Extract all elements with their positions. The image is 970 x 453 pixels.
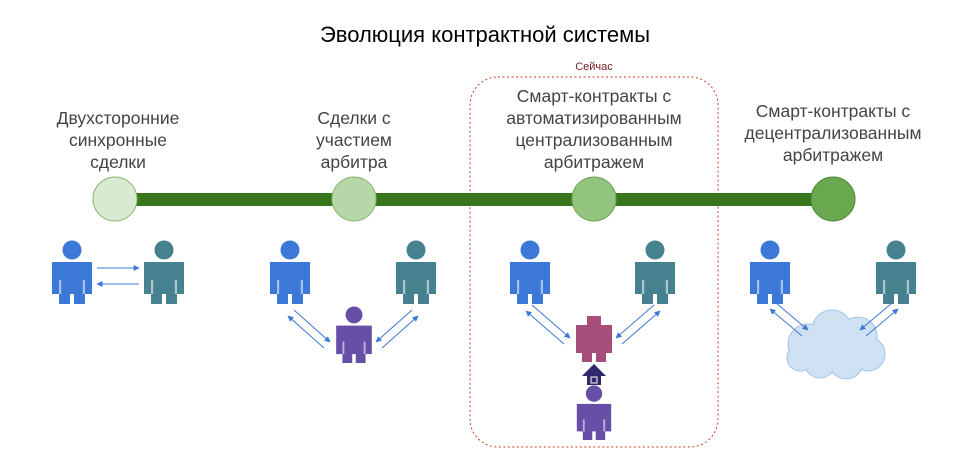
arrow-a-to-arbiter bbox=[293, 309, 331, 343]
now-label: Сейчас bbox=[575, 61, 613, 73]
stage-label-4-line-2: децентрализованным bbox=[745, 123, 922, 143]
party-b-person-icon bbox=[876, 240, 916, 304]
stage-label-3-line-4: арбитражем bbox=[544, 152, 644, 172]
party-a-person-icon bbox=[750, 240, 790, 304]
stage-label-3: Смарт-контракты с автоматизированным цен… bbox=[506, 86, 681, 172]
stage-label-3-line-2: автоматизированным bbox=[506, 108, 681, 128]
upload-arrow-icon bbox=[582, 364, 606, 385]
stage-label-1-line-1: Двухсторонние bbox=[57, 108, 180, 128]
arrow-cloud-to-b bbox=[865, 308, 899, 337]
stage-label-2: Сделки с участием арбитра bbox=[316, 108, 392, 172]
arrow-arbiter-to-a bbox=[287, 315, 325, 349]
party-a-person-icon bbox=[52, 240, 92, 304]
stage-label-4-line-3: арбитражем bbox=[783, 145, 883, 165]
timeline-node-3 bbox=[571, 176, 617, 222]
timeline-node-1 bbox=[92, 176, 138, 222]
arrow-a-to-contract bbox=[531, 304, 571, 339]
arbiter-person-icon bbox=[576, 385, 612, 440]
timeline-node-2 bbox=[331, 176, 377, 222]
stage-label-2-line-1: Сделки с bbox=[317, 108, 391, 128]
stage-label-1-line-2: синхронные bbox=[69, 130, 167, 150]
arrow-contract-to-a bbox=[525, 310, 565, 345]
diagram-title: Эволюция контрактной системы bbox=[320, 22, 650, 47]
party-b-person-icon bbox=[635, 240, 675, 304]
arrow-cloud-to-a bbox=[769, 308, 803, 337]
timeline-bar bbox=[115, 193, 833, 206]
arrow-b-to-arbiter bbox=[375, 309, 413, 343]
party-b-person-icon bbox=[144, 240, 184, 304]
stage-label-3-line-3: централизованным bbox=[515, 130, 672, 150]
arrow-b-to-contract bbox=[615, 304, 655, 339]
now-highlight-box bbox=[469, 76, 719, 448]
stage-label-4-line-1: Смарт-контракты с bbox=[756, 101, 911, 121]
party-b-person-icon bbox=[396, 240, 436, 304]
arrow-arbiter-to-b bbox=[381, 315, 419, 349]
stage-label-4: Смарт-контракты с децентрализованным арб… bbox=[745, 101, 922, 165]
stage-label-2-line-3: арбитра bbox=[321, 152, 388, 172]
cloud-fill bbox=[788, 311, 884, 378]
stage-label-1: Двухсторонние синхронные сделки bbox=[57, 108, 180, 172]
timeline-node-4 bbox=[810, 176, 856, 222]
party-a-person-icon bbox=[510, 240, 550, 304]
party-a-person-icon bbox=[270, 240, 310, 304]
stage-label-1-line-3: сделки bbox=[90, 152, 146, 172]
stage-label-3-line-1: Смарт-контракты с bbox=[517, 86, 672, 106]
arrow-b-to-cloud bbox=[859, 302, 893, 331]
arrow-a-to-cloud bbox=[775, 302, 809, 331]
arbiter-person-icon bbox=[336, 306, 372, 363]
smart-contract-robot-icon bbox=[576, 316, 612, 362]
arrow-contract-to-b bbox=[621, 310, 661, 345]
stage-label-2-line-2: участием bbox=[316, 130, 392, 150]
